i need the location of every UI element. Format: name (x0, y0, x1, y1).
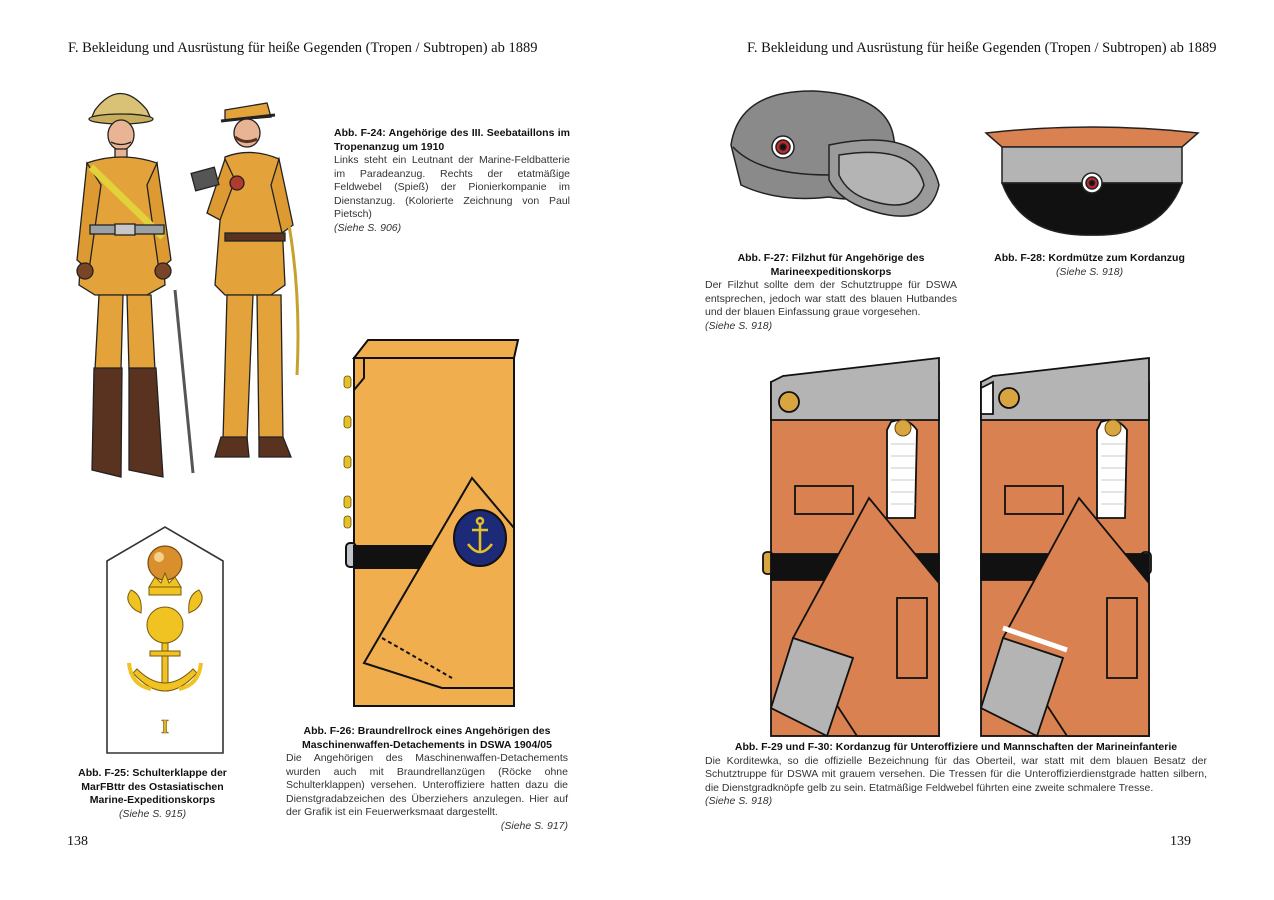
fig-f26-body: Die Angehörigen des Maschinenwaffen-Deta… (286, 752, 568, 818)
fig-f24-ref: (Siehe S. 906) (334, 221, 402, 234)
fig-f26-ref: (Siehe S. 917) (500, 819, 568, 832)
fig-f25-numeral: I (161, 716, 169, 738)
fig-f27-ref: (Siehe S. 918) (705, 319, 773, 332)
fig-f25-shoulder-strap: I (106, 526, 224, 754)
fig-f25-ref: (Siehe S. 915) (118, 807, 187, 820)
fig-f24-soldiers-illustration (76, 93, 300, 478)
fig-f28-caption: Abb. F-28: Kordmütze zum Kordanzug (Sieh… (982, 252, 1197, 279)
page-number-left: 138 (67, 834, 88, 849)
fig-f30-cord-jacket-nco (979, 356, 1152, 738)
fig-f29-cord-jacket (762, 356, 940, 738)
fig-f28-cord-cap (984, 126, 1200, 236)
page-number-right: 139 (1170, 834, 1191, 849)
fig-f27-title: Abb. F-27: Filzhut für Angehörige des Ma… (737, 252, 925, 278)
fig-f26-drill-jacket (343, 339, 520, 707)
fig-f24-title: Abb. F-24: Angehörige des III. Seebatail… (334, 127, 570, 153)
left-page: F. Bekleidung und Ausrüstung für heiße G… (67, 40, 570, 849)
fig-f26-caption: Abb. F-26: Braundrellrock eines Angehöri… (286, 725, 568, 833)
fig-f29-30-caption: Abb. F-29 und F-30: Kordanzug für Untero… (705, 741, 1207, 809)
fig-f24-body: Links steht ein Leutnant der Marine-Feld… (334, 154, 570, 220)
running-head-left: F. Bekleidung und Ausrüstung für heiße G… (68, 40, 538, 56)
right-page: F. Bekleidung und Ausrüstung für heiße G… (637, 0, 1274, 900)
fig-f26-title: Abb. F-26: Braundrellrock eines Angehöri… (302, 725, 552, 751)
fig-f28-ref: (Siehe S. 918) (1055, 265, 1124, 278)
running-head-right: F. Bekleidung und Ausrüstung für heiße G… (747, 40, 1217, 56)
fig-f29-30-title: Abb. F-29 und F-30: Kordanzug für Untero… (734, 741, 1178, 753)
fig-f24-caption: Abb. F-24: Angehörige des III. Seebatail… (334, 127, 570, 235)
fig-f29-30-body: Die Korditewka, so die offizielle Bezeic… (705, 754, 1207, 794)
fig-f27-body: Der Filzhut sollte dem der Schutztruppe … (705, 279, 957, 318)
fig-f28-title: Abb. F-28: Kordmütze zum Kordanzug (994, 252, 1185, 264)
fig-f27-felt-hat (730, 90, 940, 217)
fig-f27-caption: Abb. F-27: Filzhut für Angehörige des Ma… (705, 252, 957, 333)
fig-f29-30-ref: (Siehe S. 918) (705, 795, 773, 807)
fig-f25-title: Abb. F-25: Schulterklappe der MarFBttr d… (78, 767, 227, 806)
fig-f25-caption: Abb. F-25: Schulterklappe der MarFBttr d… (70, 767, 235, 821)
